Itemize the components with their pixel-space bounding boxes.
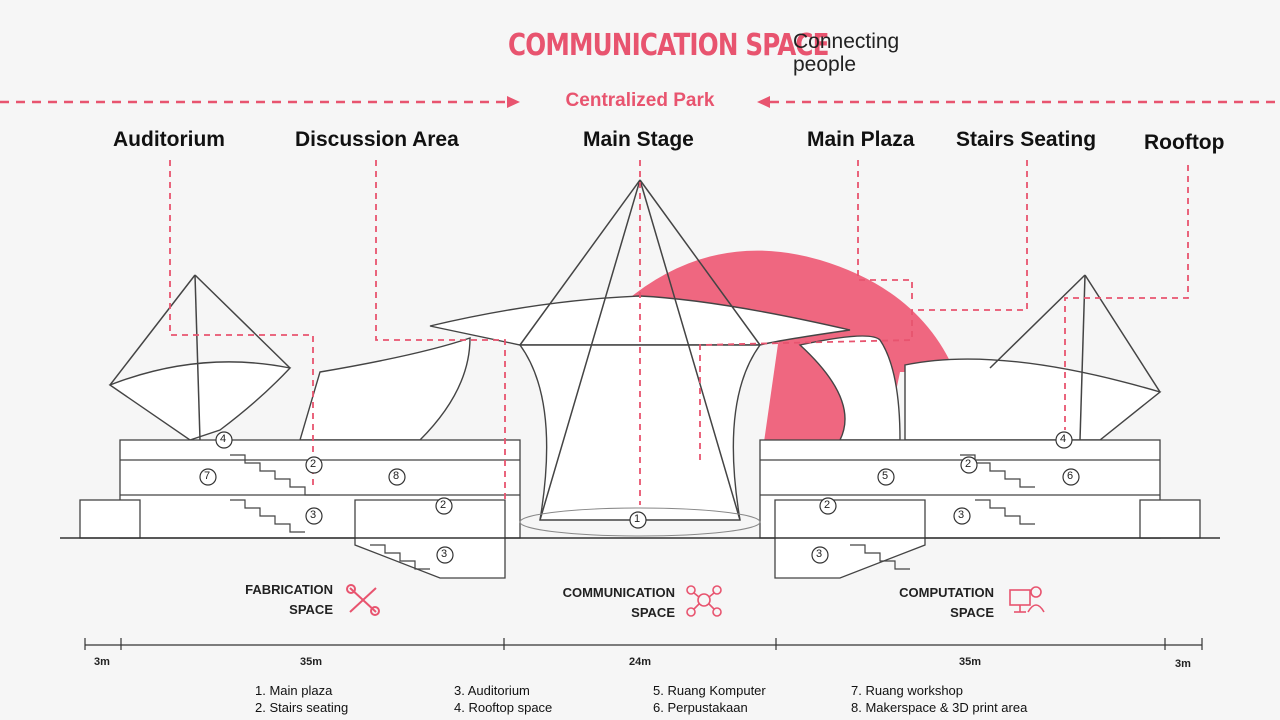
legend-item-6: 6. Perpustakaan — [653, 700, 748, 715]
legend-item-7: 7. Ruang workshop — [851, 683, 964, 698]
label-main-stage: Main Stage — [583, 128, 694, 151]
legend-col-4: 7. Ruang workshop 8. Makerspace & 3D pri… — [851, 682, 1027, 716]
subtitle-line-2: people — [793, 53, 857, 76]
dimension-line — [84, 638, 1203, 650]
fabrication-line-1: FABRICATION — [245, 582, 333, 597]
label-discussion-area: Discussion Area — [295, 128, 459, 151]
marker-4-right: 4 — [1060, 433, 1067, 445]
computation-line-1: COMPUTATION — [899, 585, 994, 600]
marker-2-right-mid: 2 — [824, 499, 831, 511]
legend-item-4: 4. Rooftop space — [454, 700, 553, 715]
dimension-24m: 24m — [629, 656, 652, 668]
marker-3-right-low: 3 — [816, 548, 823, 560]
page-title: COMMUNICATION SPACE — [508, 28, 829, 63]
legend-col-1: 1. Main plaza 2. Stairs seating — [255, 682, 348, 716]
dimension-35m-right: 35m — [959, 656, 982, 668]
label-main-plaza: Main Plaza — [807, 128, 915, 151]
marker-2-left-mid: 2 — [440, 499, 447, 511]
marker-4-left: 4 — [220, 433, 227, 445]
marker-2-right-top: 2 — [965, 458, 972, 470]
computation-space-label: COMPUTATION SPACE — [880, 583, 994, 623]
communication-line-1: COMMUNICATION — [562, 585, 675, 600]
leader-lines — [169, 160, 1189, 505]
marker-8: 8 — [393, 470, 400, 482]
legend-item-3: 3. Auditorium — [454, 683, 530, 698]
marker-5: 5 — [882, 470, 889, 482]
marker-3-left-low: 3 — [441, 548, 448, 560]
legend-item-2: 2. Stairs seating — [255, 700, 349, 715]
dimension-3m-left: 3m — [94, 656, 110, 668]
masts — [109, 179, 1161, 521]
tools-icon — [346, 584, 380, 616]
marker-2-left-top: 2 — [310, 458, 317, 470]
legend-item-1: 1. Main plaza — [255, 683, 333, 698]
label-stairs-seating: Stairs Seating — [956, 128, 1097, 151]
legend-item-5: 5. Ruang Komputer — [653, 683, 766, 698]
fabrication-space-label: FABRICATION SPACE — [230, 580, 333, 620]
legend-col-3: 5. Ruang Komputer 6. Perpustakaan — [653, 682, 766, 716]
dimension-3m-right: 3m — [1175, 658, 1191, 670]
communication-space-label: COMMUNICATION SPACE — [545, 583, 675, 623]
label-rooftop: Rooftop — [1144, 131, 1225, 154]
network-people-icon — [686, 585, 722, 617]
marker-3-right: 3 — [958, 509, 965, 521]
communication-line-2: SPACE — [631, 605, 675, 620]
dimension-35m-left: 35m — [300, 656, 323, 668]
marker-1: 1 — [634, 513, 641, 525]
computation-line-2: SPACE — [950, 605, 994, 620]
subtitle-line-1: Connecting — [793, 30, 900, 53]
marker-3-left: 3 — [310, 509, 317, 521]
fabrication-line-2: SPACE — [289, 602, 333, 617]
label-auditorium: Auditorium — [113, 128, 225, 151]
stairs — [230, 454, 1035, 570]
legend-item-8: 8. Makerspace & 3D print area — [851, 700, 1028, 715]
marker-6: 6 — [1067, 470, 1074, 482]
legend-col-2: 3. Auditorium 4. Rooftop space — [454, 682, 552, 716]
subtitle: Connecting people — [793, 30, 933, 76]
marker-circles — [199, 431, 1080, 564]
marker-7: 7 — [204, 470, 211, 482]
computer-person-icon — [1009, 586, 1045, 613]
centralized-park-label: Centralized Park — [565, 90, 715, 111]
